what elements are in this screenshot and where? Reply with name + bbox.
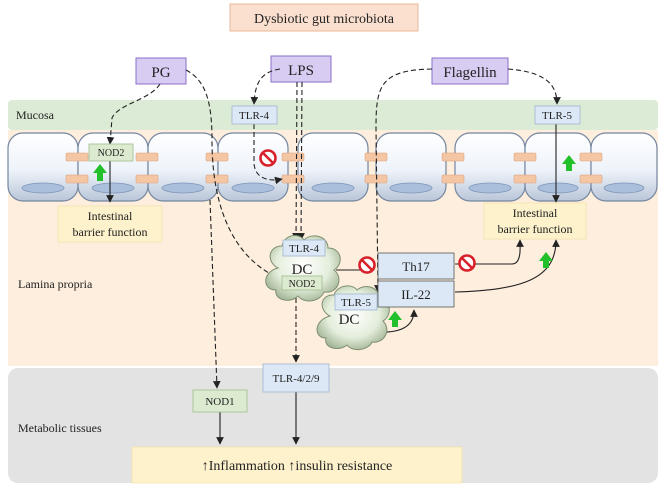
lps-shaft-a xyxy=(292,81,300,241)
il22-to-barrier-arrow xyxy=(454,239,560,293)
lps-shaft-b xyxy=(297,81,305,241)
tlr4-epithelial-label: TLR-4 xyxy=(239,110,269,122)
tight-junction xyxy=(281,152,305,162)
up-arrow-icon xyxy=(93,164,107,181)
cell-nucleus xyxy=(537,182,579,194)
title-box xyxy=(229,3,419,32)
mucosa-band xyxy=(8,100,658,130)
cell-nucleus xyxy=(91,182,135,194)
flagellin-to-tlr5-arrow xyxy=(507,68,561,105)
dc-lower-label: DC xyxy=(339,312,360,328)
flagellin-label: Flagellin xyxy=(443,65,497,81)
lps-label: LPS xyxy=(288,63,314,79)
inhibit-icon xyxy=(358,256,376,274)
metabolic-tissues-label: Metabolic tissues xyxy=(18,421,102,435)
tight-junction xyxy=(579,152,603,162)
tlr4-dc-box xyxy=(282,239,326,257)
nod2-epithelial-box xyxy=(88,143,134,162)
tight-junction xyxy=(513,174,537,184)
cell-nucleus xyxy=(311,182,355,194)
cell-nucleus xyxy=(468,182,512,194)
flagellin-to-dc-arrow xyxy=(374,68,433,293)
inhibit-icon xyxy=(458,254,476,272)
mucosa-label: Mucosa xyxy=(16,108,55,122)
pg-to-nod2-arrow xyxy=(106,83,161,145)
pg-box xyxy=(135,57,187,85)
epithelial-cell xyxy=(590,132,658,202)
outcome-box xyxy=(131,446,463,484)
barrier-left-line1: Intestinal xyxy=(88,209,133,223)
tlr5-epithelial-box xyxy=(534,105,581,125)
flagellin-box xyxy=(431,57,509,85)
epithelial-layer xyxy=(7,132,658,202)
pg-to-dc-nod2-arrow xyxy=(185,69,284,281)
nod1-label: NOD1 xyxy=(205,396,234,408)
pg-label: PG xyxy=(151,65,170,81)
tight-junction xyxy=(579,174,603,184)
barrier-left-line2: barrier function xyxy=(73,225,148,239)
cell-nucleus xyxy=(389,182,433,194)
th17-box xyxy=(377,252,455,280)
up-arrow-icon xyxy=(388,311,402,327)
dc-upper-label: DC xyxy=(292,262,313,278)
th17-label: Th17 xyxy=(402,259,430,274)
tight-junction xyxy=(65,152,89,162)
tlr429-label: TLR-4/2/9 xyxy=(272,373,320,385)
nod2-dc-label: NOD2 xyxy=(289,279,316,290)
tight-junction xyxy=(441,174,465,184)
outcome-label: ↑Inflammation ↑insulin resistance xyxy=(202,459,393,474)
tlr4-dc-label: TLR-4 xyxy=(289,243,319,255)
solid-arrows xyxy=(106,124,560,445)
th17-to-barrier-arrow xyxy=(455,239,524,265)
lps-box xyxy=(270,55,332,83)
tight-junction xyxy=(513,152,537,162)
tight-junction xyxy=(205,174,229,184)
barrier-box-left xyxy=(57,205,163,243)
tight-junction xyxy=(65,174,89,184)
tlr429-box xyxy=(262,363,330,393)
tlr4-to-junction-arrow xyxy=(253,124,283,185)
cell-nucleus xyxy=(603,182,645,194)
inhibit-icon xyxy=(259,149,277,167)
tight-junction xyxy=(364,174,388,184)
il22-label: IL-22 xyxy=(401,287,431,302)
barrier-box-right xyxy=(483,202,587,240)
tlr5-dc-label: TLR-5 xyxy=(341,297,371,309)
il22-box xyxy=(377,280,455,308)
pg-to-nod1-arrow xyxy=(209,199,221,389)
nod2-epithelial-label: NOD2 xyxy=(98,148,125,159)
up-arrow-icon xyxy=(562,155,576,171)
tlr4-epithelial-box xyxy=(231,105,278,125)
tight-junction xyxy=(281,174,305,184)
epithelial-cell xyxy=(297,132,369,202)
tight-junction xyxy=(135,174,159,184)
cell-nucleus xyxy=(21,182,65,194)
nod1-box xyxy=(192,389,248,413)
tlr5-epithelial-label: TLR-5 xyxy=(542,110,572,122)
barrier-right-line2: barrier function xyxy=(498,222,573,236)
tight-junction xyxy=(205,152,229,162)
barrier-right-line1: Intestinal xyxy=(513,206,558,220)
lps-to-tlr4-arrow xyxy=(250,68,281,105)
tight-junction xyxy=(441,152,465,162)
tight-junction xyxy=(135,152,159,162)
lamina-propria-label: Lamina propria xyxy=(18,277,93,291)
title: Dysbiotic gut microbiota xyxy=(254,12,395,27)
cell-nucleus xyxy=(161,182,205,194)
up-arrow-icon xyxy=(539,252,553,268)
cell-nucleus xyxy=(231,182,275,194)
tight-junctions xyxy=(65,152,603,184)
tlr5-dc-box xyxy=(334,293,378,311)
nod2-dc-box xyxy=(281,275,323,291)
ligand-arrows xyxy=(106,68,561,389)
